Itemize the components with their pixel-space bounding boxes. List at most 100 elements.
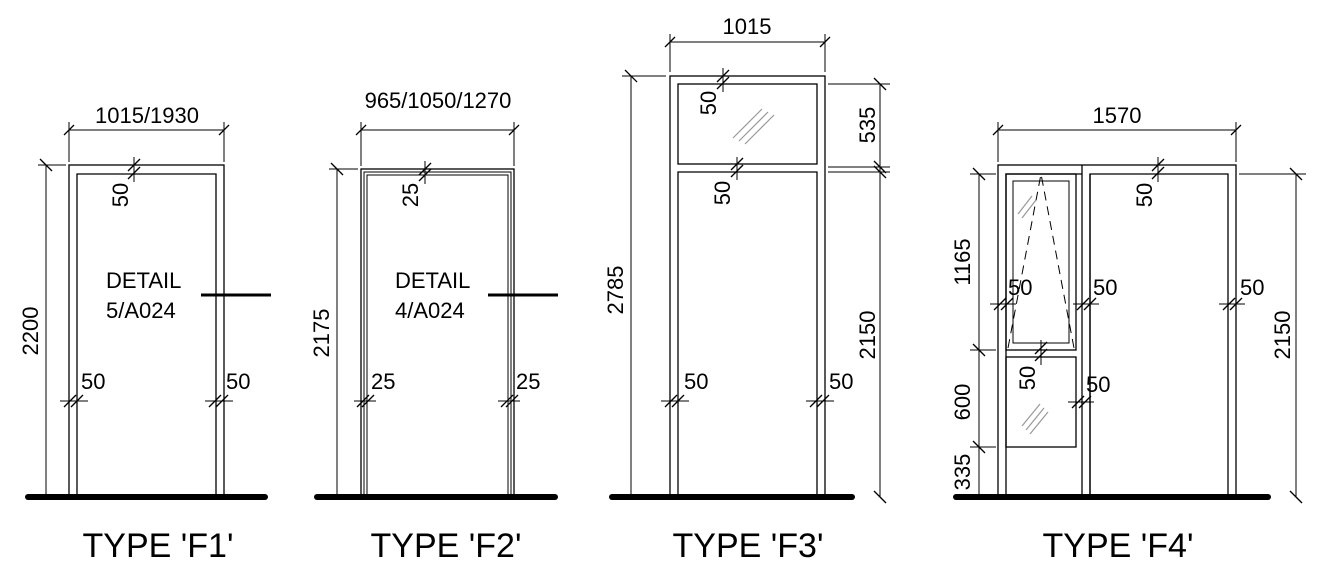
f4-mid-rail-tick-b xyxy=(1034,348,1048,362)
f1-detail-line1: DETAIL xyxy=(106,268,181,293)
f3-left-jamb-label: 50 xyxy=(684,369,708,394)
f4-casement-swing xyxy=(1007,173,1075,349)
f3-right-tick-bottom xyxy=(873,490,887,504)
f3-type-title: TYPE 'F3' xyxy=(673,527,824,565)
f3-mid-rail-tick-b xyxy=(730,164,744,178)
f4-top-tick-b xyxy=(1151,166,1165,180)
f3-right-tick-mid-b xyxy=(873,165,887,179)
f1-left-jamb-tick-a xyxy=(63,394,77,408)
f4-width-tick-right xyxy=(1230,124,1242,136)
f3-width-tick-left xyxy=(664,36,676,48)
f1-width-tick-left xyxy=(63,124,75,136)
type-f3-elevation: 1015 2785 535 2150 50 50 50 50 TYPE 'F xyxy=(603,14,890,565)
type-f4-elevation: 1570 1165 600 335 2150 50 50 50 5 xyxy=(950,103,1306,565)
f4-width-tick-left xyxy=(992,124,1004,136)
f1-width-tick-right xyxy=(218,124,230,136)
f3-door-opening xyxy=(677,171,818,497)
f2-detail-line2: 4/A024 xyxy=(395,298,465,323)
f4-upper-sash-inner xyxy=(1012,180,1070,344)
f4-lower-right-tick-a xyxy=(1071,395,1085,409)
f3-total-height-tick-top xyxy=(624,69,638,83)
f4-sidelight-right-tick-b xyxy=(1083,297,1097,311)
f3-transom-height-label: 535 xyxy=(855,107,880,144)
f4-upper-hatch-2 xyxy=(1021,199,1037,219)
f2-top-tick-b xyxy=(418,168,432,182)
f1-width-label: 1015/1930 xyxy=(95,103,199,128)
f4-lower-hatch-3 xyxy=(1029,411,1049,435)
f1-left-jamb-tick-b xyxy=(70,394,84,408)
f2-right-jamb-tick-a xyxy=(500,394,514,408)
f4-right-tick-top xyxy=(1289,167,1303,181)
f1-right-jamb-tick-b xyxy=(215,394,229,408)
f1-top-tick-a xyxy=(127,158,141,172)
f3-right-tick-top xyxy=(873,77,887,91)
f3-mid-rail-label: 50 xyxy=(710,181,735,205)
f3-right-jamb-label: 50 xyxy=(829,369,853,394)
f4-base-panel-label: 335 xyxy=(950,454,975,491)
f1-top-tick-b xyxy=(127,166,141,180)
f2-width-tick-left xyxy=(355,124,367,136)
f4-door-opening xyxy=(1089,173,1229,497)
f3-door-height-label: 2150 xyxy=(855,311,880,360)
f1-left-jamb-label: 50 xyxy=(81,369,105,394)
f4-upper-hatch-1 xyxy=(1017,195,1033,215)
f4-mid-rail-label: 50 xyxy=(1015,366,1040,390)
f4-left-tick-upper xyxy=(972,343,986,357)
f3-width-tick-right xyxy=(819,36,831,48)
f4-lower-hatch-2 xyxy=(1025,407,1045,431)
f2-width-label: 965/1050/1270 xyxy=(365,88,512,113)
f4-sidelight-frame xyxy=(1005,173,1082,497)
f2-type-title: TYPE 'F2' xyxy=(371,527,522,565)
f1-right-jamb-label: 50 xyxy=(226,369,250,394)
f2-height-tick-top xyxy=(330,162,344,176)
f4-top-tick-a xyxy=(1151,158,1165,172)
f3-transom-frame-label: 50 xyxy=(696,91,721,115)
f1-detail-line2: 5/A024 xyxy=(106,298,176,323)
f4-lower-right-tick-b xyxy=(1078,395,1092,409)
f4-frame-top-label: 50 xyxy=(1132,183,1157,207)
f4-door-right-tick-b xyxy=(1229,297,1243,311)
f2-frame-outer xyxy=(360,168,515,498)
f3-right-tick-mid-a xyxy=(873,160,887,174)
f4-sidelight-right-label: 50 xyxy=(1093,275,1117,300)
f3-glass-hatch-3 xyxy=(744,114,775,145)
f3-transom-top-tick-b xyxy=(716,76,730,90)
f1-frame-top-label: 50 xyxy=(108,183,133,207)
type-f1-elevation: 1015/1930 2200 50 50 50 DETAIL 5/A024 TY… xyxy=(18,103,271,565)
f1-height-label: 2200 xyxy=(18,307,43,356)
f3-mid-rail-tick-a xyxy=(730,157,744,171)
f4-sidelight-right-tick-a xyxy=(1076,297,1090,311)
f1-frame-outer xyxy=(68,164,225,498)
f1-height-tick-top xyxy=(39,158,53,172)
f4-sidelight-left-label: 50 xyxy=(1008,275,1032,300)
f4-left-tick-top xyxy=(972,167,986,181)
f2-top-tick-a xyxy=(418,162,432,176)
f3-total-height-label: 2785 xyxy=(603,266,628,315)
f4-door-right-label: 50 xyxy=(1240,275,1264,300)
f1-right-jamb-tick-a xyxy=(208,394,222,408)
f3-right-jamb-tick-a xyxy=(809,394,823,408)
f3-frame-outer xyxy=(669,75,826,498)
f3-transom-top-tick-a xyxy=(716,69,730,83)
f4-lower-hatch-1 xyxy=(1021,403,1041,427)
f3-right-jamb-tick-b xyxy=(816,394,830,408)
f2-left-jamb-label: 25 xyxy=(371,369,395,394)
f2-left-jamb-tick-a xyxy=(356,394,370,408)
f3-left-jamb-tick-b xyxy=(671,394,685,408)
f2-right-jamb-label: 25 xyxy=(516,369,540,394)
f2-left-jamb-tick-b xyxy=(361,394,375,408)
f2-frame-top-label: 25 xyxy=(398,183,423,207)
f3-left-jamb-tick-a xyxy=(664,394,678,408)
f4-left-tick-lower xyxy=(972,440,986,454)
f2-detail-line1: DETAIL xyxy=(395,268,470,293)
f4-door-right-tick-a xyxy=(1222,297,1236,311)
f2-frame-inner xyxy=(366,174,509,497)
f4-type-title: TYPE 'F4' xyxy=(1043,527,1194,565)
f3-width-label: 1015 xyxy=(723,14,772,39)
f4-mid-rail-tick-a xyxy=(1034,341,1048,355)
f2-height-label: 2175 xyxy=(309,309,334,358)
f4-lower-panel-label: 600 xyxy=(950,384,975,421)
f4-right-tick-bottom xyxy=(1289,490,1303,504)
f4-height-label: 2150 xyxy=(1270,311,1295,360)
